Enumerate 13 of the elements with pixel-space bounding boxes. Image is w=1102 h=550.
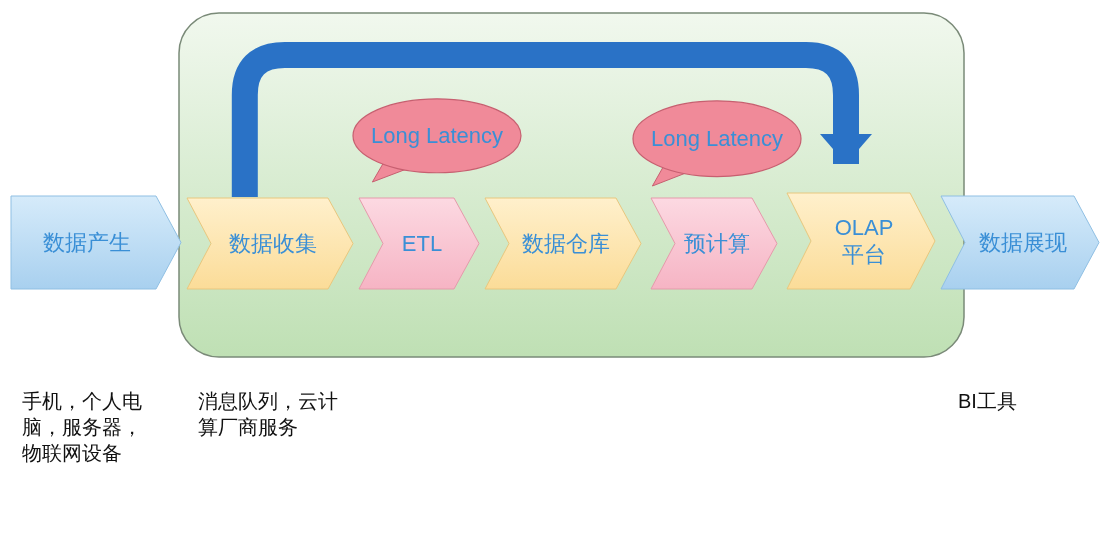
- node-label: 数据收集: [229, 229, 317, 258]
- note-text: 消息队列，云计算厂商服务: [198, 389, 339, 440]
- node-label: Long Latency: [650, 124, 784, 153]
- node-label: OLAP 平台: [833, 213, 895, 269]
- node-label: 数据仓库: [522, 229, 610, 258]
- note-text: 手机，个人电脑，服务器，物联网设备: [22, 389, 143, 466]
- arrow: [231, 42, 872, 197]
- node-label: ETL: [401, 229, 443, 258]
- node-label: Long Latency: [370, 122, 504, 150]
- node-label: 数据产生: [43, 228, 131, 257]
- node-label: 数据展现: [979, 228, 1067, 257]
- note-text: BI工具: [958, 389, 1018, 414]
- node-label: 预计算: [684, 229, 750, 258]
